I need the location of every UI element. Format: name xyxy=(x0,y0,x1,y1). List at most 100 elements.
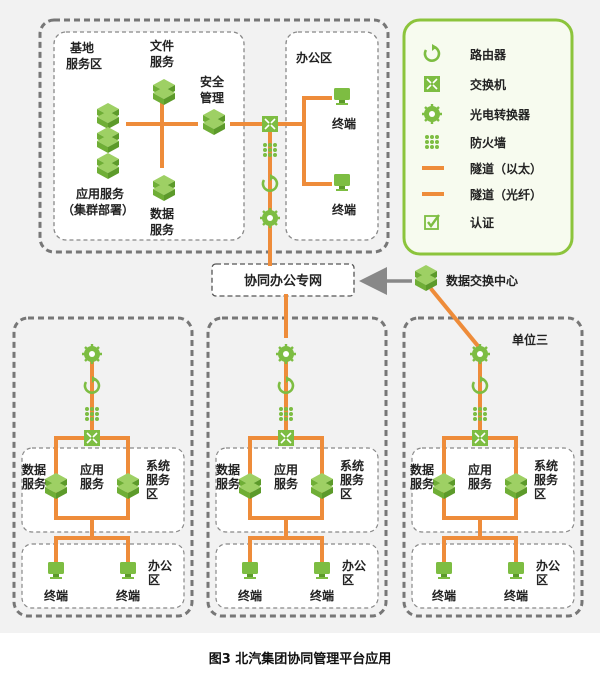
unit-one-office-zone xyxy=(21,543,185,609)
hq-router-icon xyxy=(261,174,279,192)
base-zone-label-line2: 服务区 xyxy=(66,56,102,71)
unit-app-service-label-2: 服务 xyxy=(468,476,493,491)
unit-router-icon xyxy=(471,376,489,394)
unit-firewall-icon xyxy=(473,407,487,421)
unit-app-service-label-2: 服务 xyxy=(80,476,105,491)
unit-app-server-icon xyxy=(505,473,527,499)
hq-switch-icon xyxy=(262,116,278,132)
app-cluster-server-icon-2 xyxy=(97,127,119,153)
unit-one-system-zone xyxy=(21,447,185,533)
unit-data-service-label-1: 数据 xyxy=(22,462,46,477)
unit-firewall-icon xyxy=(279,407,293,421)
unit-two-office-zone xyxy=(215,543,379,609)
legend-router-label: 路由器 xyxy=(470,47,507,62)
unit-office-label-1: 办公 xyxy=(148,558,172,573)
file-service-server-icon xyxy=(153,79,175,105)
unit-office-label-2: 区 xyxy=(536,573,548,587)
legend-tunnel-ethernet-label: 隧道（以太） xyxy=(470,161,542,176)
unit-router-icon xyxy=(277,376,295,394)
unit-app-server-icon xyxy=(311,473,333,499)
base-zone-label-line1: 基地 xyxy=(69,40,94,55)
unit-terminal-icon-right xyxy=(508,562,524,579)
unit-terminal-label-right: 终端 xyxy=(116,588,140,603)
unit-data-service-label-2: 服务 xyxy=(410,476,435,491)
unit-data-server-icon xyxy=(433,473,455,499)
legend-converter-label: 光电转换器 xyxy=(469,107,531,122)
hq-terminal-label-1: 终端 xyxy=(332,116,356,131)
unit-terminal-icon-right xyxy=(314,562,330,579)
legend-box xyxy=(402,18,574,256)
legend-firewall-label: 防火墙 xyxy=(470,135,506,150)
unit-app-service-label-1: 应用 xyxy=(468,462,492,477)
legend-firewall-icon xyxy=(425,135,439,149)
hq-converter-icon xyxy=(260,208,280,228)
security-server-icon xyxy=(203,109,225,135)
unit-terminal-icon-right xyxy=(120,562,136,579)
unit-terminal-icon-left xyxy=(436,562,452,579)
legend-auth-label: 认证 xyxy=(470,215,494,230)
unit-firewall-icon xyxy=(85,407,99,421)
network-box xyxy=(211,263,355,297)
hq-firewall-icon xyxy=(263,143,277,157)
unit-terminal-label-right: 终端 xyxy=(310,588,334,603)
data-service-label-line2: 服务 xyxy=(150,222,175,237)
unit-converter-icon xyxy=(82,344,102,364)
unit-office-label-1: 办公 xyxy=(342,558,366,573)
unit-router-icon xyxy=(83,376,101,394)
unit-converter-icon xyxy=(470,344,490,364)
legend: 路由器 交换机 光电转换器 防火墙 隧道（以太） 隧道（光纤） xyxy=(422,44,542,230)
unit-data-service-label-2: 服务 xyxy=(216,476,241,491)
unit-system-zone-label-3: 区 xyxy=(534,487,546,501)
unit-three-office-zone xyxy=(411,543,575,609)
legend-converter-icon xyxy=(422,104,442,124)
unit-three-label: 单位三 xyxy=(512,332,548,347)
security-label-line2: 管理 xyxy=(200,90,224,105)
network-label: 协同办公专网 xyxy=(244,273,322,289)
unit-system-zone-label-1: 系统 xyxy=(146,458,170,473)
unit-switch-icon xyxy=(84,430,100,446)
unit-office-label-2: 区 xyxy=(148,573,160,587)
unit-three-system-zone xyxy=(411,447,575,533)
unit-terminal-icon-left xyxy=(48,562,64,579)
legend-switch-icon xyxy=(424,76,440,92)
hq-terminal-label-2: 终端 xyxy=(332,202,356,217)
app-cluster-server-icon-3 xyxy=(97,153,119,179)
unit-data-service-label-2: 服务 xyxy=(22,476,47,491)
unit-terminal-label-left: 终端 xyxy=(44,588,68,603)
security-label-line1: 安全 xyxy=(200,74,225,89)
unit-data-service-label-1: 数据 xyxy=(216,462,240,477)
unit-three-fiber xyxy=(429,287,481,349)
exchange-center-label: 数据交换中心 xyxy=(446,273,518,288)
unit-three-zone xyxy=(402,316,584,618)
unit-system-zone-label-1: 系统 xyxy=(340,458,364,473)
app-cluster-server-icon-1 xyxy=(97,103,119,129)
exchange-center-server-icon xyxy=(415,265,437,291)
unit-app-server-icon xyxy=(117,473,139,499)
hq-terminal-icon-2 xyxy=(334,174,350,191)
figure-caption: 图3 北汽集团协同管理平台应用 xyxy=(208,652,392,667)
unit-converter-icon xyxy=(276,344,296,364)
file-service-label-line1: 文件 xyxy=(150,38,174,53)
headquarters-zone xyxy=(38,18,390,254)
legend-router-icon xyxy=(423,44,441,62)
unit-system-zone-label-3: 区 xyxy=(146,487,158,501)
unit-one-zone xyxy=(12,316,194,618)
legend-auth-icon xyxy=(424,214,440,230)
unit-system-zone-label-3: 区 xyxy=(340,487,352,501)
unit-system-zone-label-2: 服务 xyxy=(340,472,365,487)
legend-switch-label: 交换机 xyxy=(470,77,506,92)
data-service-label-line1: 数据 xyxy=(150,206,174,221)
unit-terminal-label-right: 终端 xyxy=(504,588,528,603)
hq-terminal-icon-1 xyxy=(334,88,350,105)
unit-data-server-icon xyxy=(239,473,261,499)
file-service-label-line2: 服务 xyxy=(150,54,175,69)
unit-subsystem-1: 数据 服务 应用 服务 系统 服务 区 办公 区 终端 终端 xyxy=(22,344,172,603)
unit-system-zone-label-2: 服务 xyxy=(534,472,559,487)
unit-two-system-zone xyxy=(215,447,379,533)
unit-office-label-1: 办公 xyxy=(536,558,560,573)
unit-terminal-label-left: 终端 xyxy=(238,588,262,603)
unit-office-label-2: 区 xyxy=(342,573,354,587)
unit-subsystem-2: 数据 服务 应用 服务 系统 服务 区 办公 区 终端 终端 xyxy=(216,344,366,603)
unit-app-service-label-1: 应用 xyxy=(274,462,298,477)
